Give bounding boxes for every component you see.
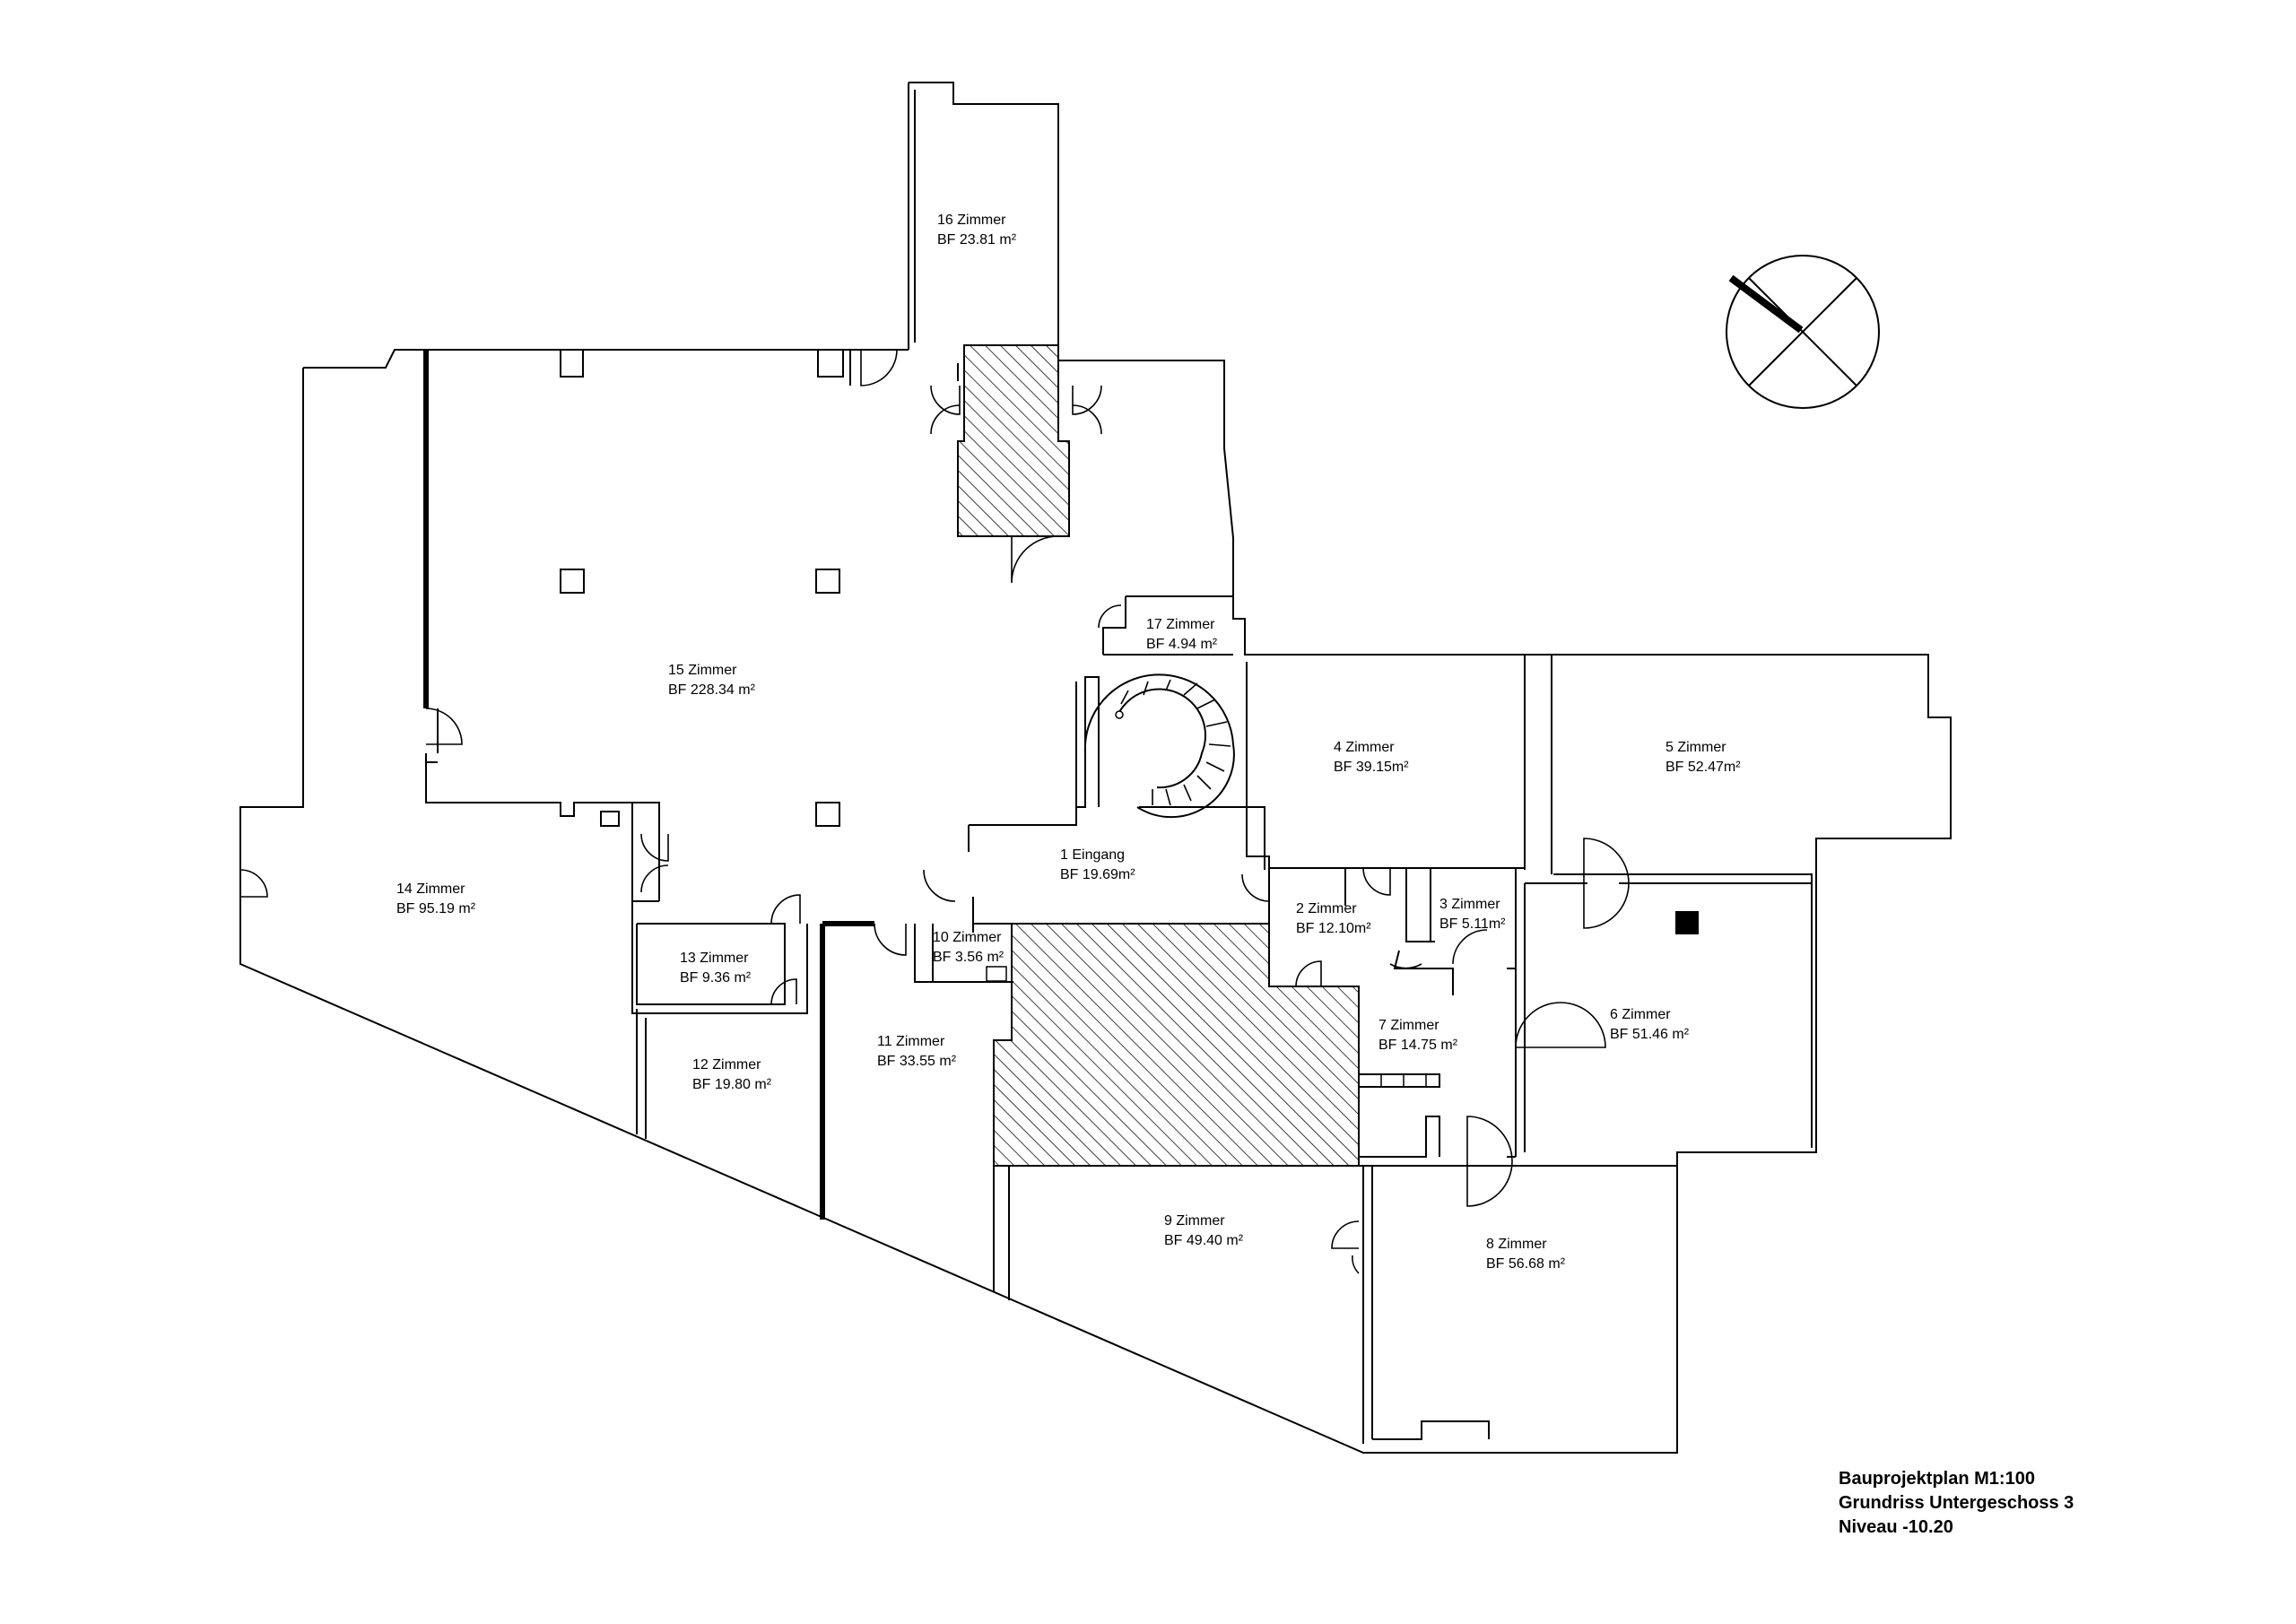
room-area: BF 51.46 m²: [1610, 1027, 1690, 1042]
room-area: BF 33.55 m²: [877, 1054, 957, 1069]
room-area: BF 228.34 m²: [668, 682, 756, 698]
room-name: 6 Zimmer: [1610, 1007, 1671, 1022]
room-name: 16 Zimmer: [937, 213, 1006, 228]
room-name: 17 Zimmer: [1146, 617, 1215, 632]
title-block: Bauprojektplan M1:100 Grundriss Unterges…: [1839, 1469, 2074, 1537]
room-name: 12 Zimmer: [692, 1057, 761, 1073]
room-area: BF 49.40 m²: [1164, 1233, 1244, 1248]
room-area: BF 52.47m²: [1665, 760, 1741, 775]
door-swings: [239, 349, 1630, 1274]
room-area: BF 5.11m²: [1439, 916, 1506, 932]
room-name: 9 Zimmer: [1164, 1213, 1225, 1229]
room-name: 3 Zimmer: [1439, 897, 1500, 912]
room-area: BF 3.56 m²: [933, 950, 1004, 965]
room-labels: 16 Zimmer BF 23.81 m² 15 Zimmer BF 228.3…: [396, 213, 1741, 1272]
room-area: BF 4.94 m²: [1146, 637, 1218, 652]
fixtures: [986, 966, 1440, 1088]
room-area: BF 39.15m²: [1334, 760, 1409, 775]
room-name: 7 Zimmer: [1378, 1018, 1439, 1033]
hatched-core: [957, 344, 1360, 1167]
room-name: 1 Eingang: [1060, 847, 1125, 863]
columns: [560, 569, 1699, 934]
room-name: 2 Zimmer: [1296, 901, 1357, 916]
room-area: BF 19.80 m²: [692, 1077, 772, 1092]
room-name: 11 Zimmer: [877, 1034, 945, 1049]
room-area: BF 19.69m²: [1060, 867, 1135, 882]
room-name: 14 Zimmer: [396, 881, 465, 897]
north-arrow-icon: [1726, 255, 1880, 409]
plan-subtitle: Grundriss Untergeschoss 3: [1839, 1493, 2074, 1513]
room-name: 15 Zimmer: [668, 663, 737, 678]
plan-level: Niveau -10.20: [1839, 1517, 1953, 1537]
room-name: 5 Zimmer: [1665, 740, 1726, 755]
room-name: 10 Zimmer: [933, 930, 1002, 945]
room-area: BF 95.19 m²: [396, 901, 476, 916]
room-area: BF 14.75 m²: [1378, 1038, 1458, 1053]
room-area: BF 9.36 m²: [680, 970, 752, 986]
room-name: 13 Zimmer: [680, 951, 749, 966]
room-name: 8 Zimmer: [1486, 1237, 1547, 1252]
room-area: BF 12.10m²: [1296, 921, 1371, 936]
room-area: BF 56.68 m²: [1486, 1256, 1566, 1272]
room-area: BF 23.81 m²: [937, 232, 1017, 248]
plan-title: Bauprojektplan M1:100: [1839, 1469, 2035, 1489]
spiral-stair: [1083, 673, 1235, 819]
room-name: 4 Zimmer: [1334, 740, 1395, 755]
